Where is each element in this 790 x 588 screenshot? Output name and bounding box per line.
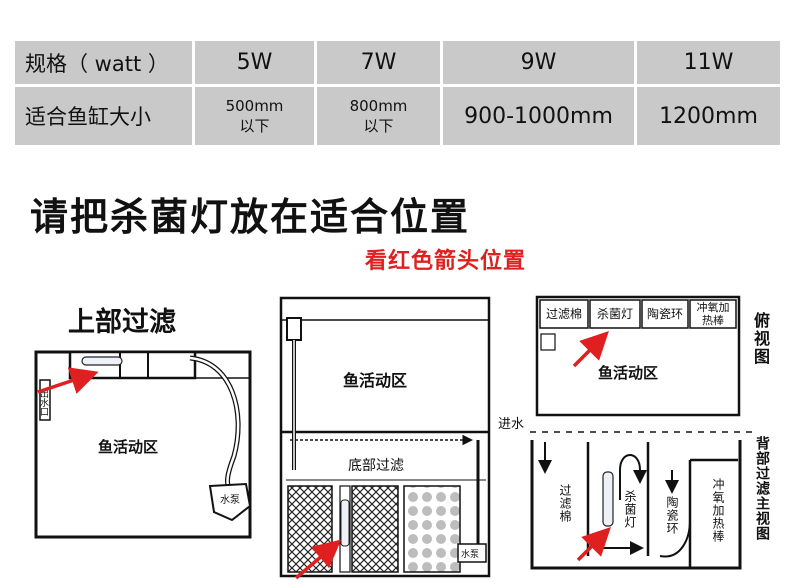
back-filter-uv-lamp xyxy=(602,471,614,527)
back-filter-inlet: 进水 xyxy=(498,417,524,432)
bottom-filter-media-2 xyxy=(351,485,399,573)
spec-cell-7w: 7W xyxy=(314,37,443,88)
bottom-filter-pump xyxy=(457,543,487,563)
spec-size-5w: 500mm 以下 xyxy=(192,84,317,148)
top-filter-outlet xyxy=(39,379,51,421)
bottom-filter-red-arrow xyxy=(294,539,342,580)
back-filter-section-3: 陶瓷环 xyxy=(665,496,679,535)
spec-header-size: 适合鱼缸大小 xyxy=(12,84,195,148)
spec-cell-5w: 5W xyxy=(192,37,317,88)
page-title: 请把杀菌灯放在适合位置 xyxy=(30,195,471,239)
top-filter-uv-lamp xyxy=(81,356,123,366)
top-view-compartment-3: 陶瓷环 xyxy=(646,306,683,321)
spec-size-11w: 1200mm xyxy=(634,84,783,148)
back-filter-diagram: 进水 xyxy=(498,417,752,570)
top-filter-pump-label: 水泵 xyxy=(220,494,240,506)
spec-size-5w-line1: 500mm xyxy=(225,97,284,116)
top-view-red-arrow xyxy=(572,331,609,368)
spec-header-watt: 规格（ watt ） xyxy=(12,37,195,88)
spec-size-7w-line2: 以下 xyxy=(363,117,394,136)
back-filter-section-2: 杀菌灯 xyxy=(623,490,637,529)
top-filter-red-arrow xyxy=(37,367,99,394)
top-view-fish-area: 鱼活动区 xyxy=(598,364,658,382)
bottom-filter-pump-label: 水泵 xyxy=(461,548,479,560)
bottom-filter-fish-area: 鱼活动区 xyxy=(343,371,407,390)
bottom-filter-media-3 xyxy=(403,485,461,573)
spec-cell-11w: 11W xyxy=(634,37,783,88)
top-view-side-label: 俯视图 xyxy=(751,312,770,366)
back-filter-tank xyxy=(530,440,742,570)
spec-row-size: 适合鱼缸大小 500mm 以下 800mm 以下 900-1000mm 1200… xyxy=(12,84,783,148)
top-view-compartment-4: 冲氧加热棒 xyxy=(696,301,730,327)
back-filter-section-1: 过滤棉 xyxy=(558,484,572,523)
spec-size-9w: 900-1000mm xyxy=(440,84,637,148)
top-view-compartment-2: 杀菌灯 xyxy=(596,306,633,321)
back-filter-section-4: 冲氧加热棒 xyxy=(711,478,725,543)
back-filter-side-label: 背部过滤主视图 xyxy=(754,436,770,541)
spec-row-watt: 规格（ watt ） 5W 7W 9W 11W xyxy=(12,37,783,88)
spec-size-5w-line2: 以下 xyxy=(239,117,270,136)
spec-table: 规格（ watt ） 5W 7W 9W 11W 适合鱼缸大小 500mm 以下 … xyxy=(12,37,783,148)
top-view-diagram: 鱼活动区 xyxy=(535,295,741,417)
bottom-filter-label: 底部过滤 xyxy=(348,458,404,474)
back-filter-red-arrow xyxy=(576,527,611,562)
spec-cell-9w: 9W xyxy=(440,37,637,88)
top-filter-outlet-label: 出水口 xyxy=(38,388,49,416)
top-filter-diagram: 上部过滤 出水口 鱼活动区 水泵 xyxy=(34,306,252,539)
bottom-filter-media-1 xyxy=(287,485,333,573)
bottom-filter-diagram: 鱼活动区 底部过滤 水泵 xyxy=(279,296,491,580)
spec-size-7w-line1: 800mm xyxy=(349,97,408,116)
top-view-compartment-1: 过滤棉 xyxy=(545,306,582,321)
spec-size-7w: 800mm 以下 xyxy=(314,84,443,148)
top-filter-pump xyxy=(208,482,252,522)
top-filter-title: 上部过滤 xyxy=(68,306,176,338)
top-filter-fish-area: 鱼活动区 xyxy=(98,438,158,456)
bottom-filter-uv-lamp xyxy=(340,499,350,547)
red-arrow-subtitle: 看红色箭头位置 xyxy=(365,249,527,274)
